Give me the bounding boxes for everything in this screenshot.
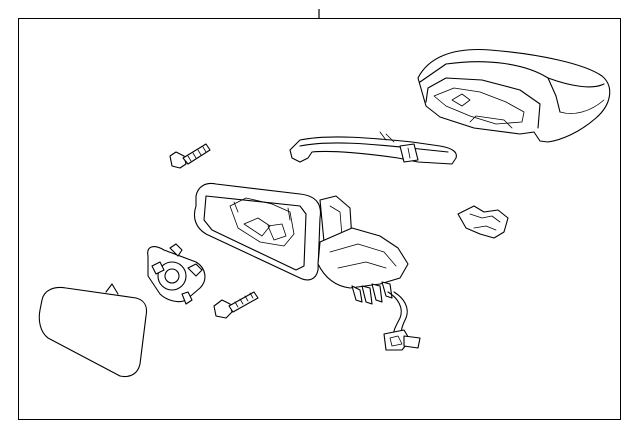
mirror-housing-assembly (193, 182, 421, 351)
clip-bracket (457, 205, 509, 239)
mounting-screw-upper (169, 143, 211, 169)
power-motor-actuator (147, 243, 206, 305)
turn-signal-lamp (289, 131, 457, 165)
mounting-screw-lower (213, 291, 259, 319)
mirror-glass (38, 283, 148, 378)
mirror-cap-cover (417, 48, 611, 143)
